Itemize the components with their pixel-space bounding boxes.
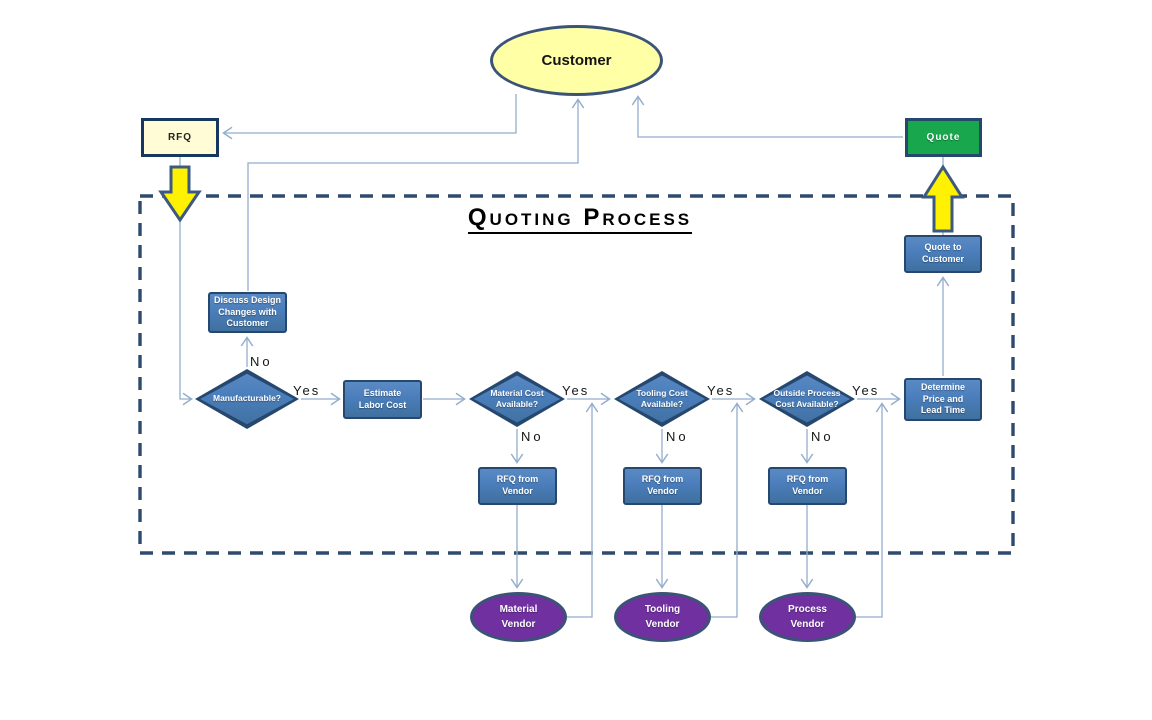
tooling-vendor-ellipse: Tooling Vendor [614, 592, 711, 642]
manufacturable-yes-label: Yes [293, 383, 321, 398]
diagram-title: Quoting Process [310, 204, 850, 234]
edge-quote-to-customer [631, 95, 903, 138]
rfq-from-vendor-label: RFQ from Vendor [496, 474, 539, 496]
determine-price-box: Determine Price and Lead Time [904, 378, 982, 421]
rfq-label: RFQ [167, 132, 193, 143]
customer-ellipse: Customer [490, 25, 663, 96]
manufacturable-label: Manufacturable? [212, 393, 281, 404]
edge-process-vendor-return [855, 402, 889, 618]
rfq-from-vendor-box-3: RFQ from Vendor [768, 467, 847, 505]
material-cost-label: Material Cost Available? [490, 387, 544, 409]
customer-label: Customer [541, 52, 612, 69]
edge-customer-to-rfq [222, 94, 517, 140]
tooling-cost-label: Tooling Cost Available? [636, 387, 688, 409]
discuss-design-label: Discuss Design Changes with Customer [213, 294, 282, 329]
rfq-from-vendor-box-2: RFQ from Vendor [623, 467, 702, 505]
estimate-labor-box: Estimate Labor Cost [343, 380, 422, 419]
tooling-cost-decision: Tooling Cost Available? [614, 371, 710, 427]
rfq-from-vendor-box-1: RFQ from Vendor [478, 467, 557, 505]
quote-out-block-arrow [921, 164, 965, 233]
manufacturable-decision: Manufacturable? [195, 369, 299, 429]
quote-to-customer-box: Quote to Customer [904, 235, 982, 273]
outside-process-cost-label: Outside Process Cost Available? [773, 387, 841, 409]
outside-yes-label: Yes [852, 383, 880, 398]
process-vendor-ellipse: Process Vendor [759, 592, 856, 642]
material-no-label: No [521, 429, 544, 444]
tooling-vendor-label: Tooling Vendor [644, 604, 681, 630]
manufacturable-no-label: No [250, 354, 273, 369]
outside-no-label: No [811, 429, 834, 444]
quote-label: Quote [926, 132, 961, 143]
edge-rfq-to-manufacturable [179, 216, 193, 406]
determine-price-label: Determine Price and Lead Time [920, 381, 966, 416]
rfq-from-vendor-label: RFQ from Vendor [641, 474, 684, 496]
discuss-design-box: Discuss Design Changes with Customer [208, 292, 287, 333]
process-vendor-label: Process Vendor [788, 604, 827, 630]
edge-material-vendor-return [566, 402, 599, 618]
outside-process-cost-decision: Outside Process Cost Available? [759, 371, 855, 427]
rfq-terminal: RFQ [141, 118, 219, 157]
material-cost-decision: Material Cost Available? [469, 371, 565, 427]
tooling-no-label: No [666, 429, 689, 444]
quote-terminal: Quote [905, 118, 982, 157]
edge-discuss-to-customer [247, 98, 585, 291]
edge-tooling-vendor-return [710, 402, 744, 618]
rfq-in-block-arrow [158, 165, 202, 223]
tooling-yes-label: Yes [707, 383, 735, 398]
material-vendor-label: Material Vendor [499, 604, 538, 630]
material-vendor-ellipse: Material Vendor [470, 592, 567, 642]
quote-to-customer-label: Quote to Customer [921, 242, 964, 264]
rfq-from-vendor-label: RFQ from Vendor [786, 474, 829, 496]
material-yes-label: Yes [562, 383, 590, 398]
estimate-labor-label: Estimate Labor Cost [358, 387, 407, 410]
